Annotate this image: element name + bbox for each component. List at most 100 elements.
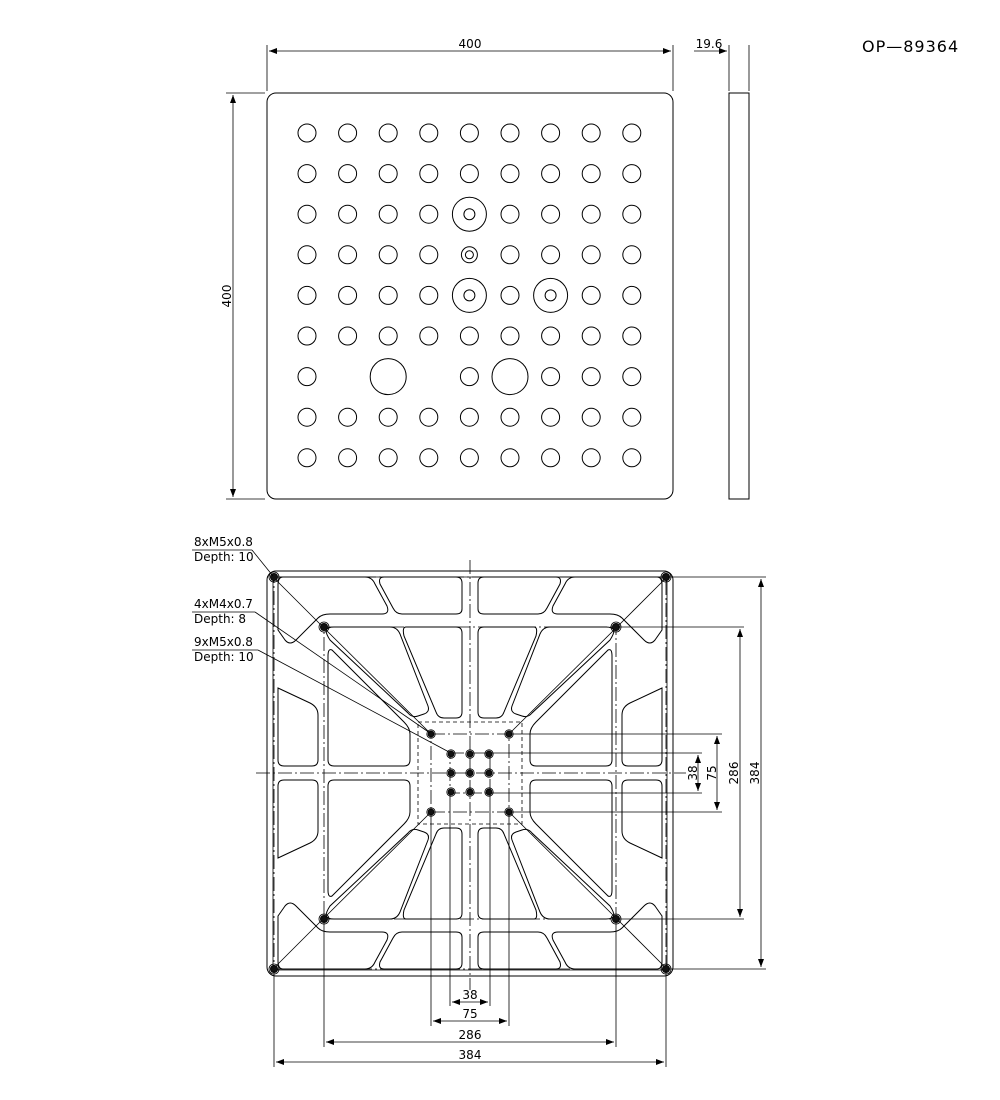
rib-pocket bbox=[621, 779, 663, 859]
rib-line bbox=[321, 625, 431, 734]
grid-hole bbox=[297, 448, 317, 468]
grid-hole bbox=[581, 164, 601, 184]
grid-hole bbox=[459, 326, 479, 346]
grid-hole bbox=[622, 285, 642, 305]
grid-hole bbox=[338, 326, 358, 346]
grid-hole bbox=[622, 204, 642, 224]
small-counterbore-inner bbox=[464, 250, 474, 260]
small-counterbore-hole bbox=[460, 246, 478, 264]
grid-hole bbox=[378, 123, 398, 143]
dim-h-75: 75 bbox=[462, 1007, 477, 1021]
grid-hole bbox=[541, 448, 561, 468]
rib-quadrant bbox=[277, 576, 463, 767]
grid-hole bbox=[581, 123, 601, 143]
grid-hole bbox=[581, 245, 601, 265]
tapped-hole bbox=[466, 788, 474, 796]
grid-hole bbox=[419, 448, 439, 468]
tapped-hole-thread bbox=[446, 787, 456, 797]
grid-hole bbox=[459, 123, 479, 143]
callout-2: 4xM4x0.7 Depth: 8 bbox=[192, 597, 431, 734]
grid-hole bbox=[459, 407, 479, 427]
dim-h-38: 38 bbox=[462, 988, 477, 1002]
tapped-hole-thread bbox=[465, 749, 475, 759]
grid-hole bbox=[622, 164, 642, 184]
tapped-hole bbox=[447, 769, 455, 777]
grid-hole bbox=[622, 123, 642, 143]
grid-hole bbox=[378, 326, 398, 346]
grid-hole bbox=[338, 204, 358, 224]
grid-hole bbox=[622, 448, 642, 468]
grid-hole bbox=[378, 245, 398, 265]
top-height-dimension: 400 bbox=[220, 92, 265, 500]
rib-pocket bbox=[277, 779, 319, 859]
rib-pocket bbox=[327, 779, 411, 897]
rib-pocket bbox=[529, 779, 613, 897]
rib-line bbox=[321, 812, 431, 921]
counterbore-inner bbox=[463, 208, 476, 221]
grid-hole bbox=[338, 448, 358, 468]
grid-hole bbox=[541, 245, 561, 265]
tapped-holes bbox=[268, 571, 672, 975]
rib-pocket bbox=[277, 576, 389, 644]
rib-line bbox=[509, 812, 619, 921]
rib-pocket bbox=[325, 828, 429, 920]
grid-hole bbox=[297, 407, 317, 427]
grid-hole bbox=[622, 245, 642, 265]
tapped-hole bbox=[466, 750, 474, 758]
counterbore-inner bbox=[463, 289, 476, 302]
grid-hole bbox=[581, 367, 601, 387]
grid-hole bbox=[338, 285, 358, 305]
grid-hole bbox=[459, 367, 479, 387]
rib-pocket bbox=[402, 827, 463, 920]
tapped-hole-thread bbox=[318, 621, 330, 633]
tapped-hole bbox=[485, 750, 493, 758]
rib-pocket bbox=[621, 687, 663, 767]
rib-line bbox=[617, 919, 666, 968]
rib-pocket bbox=[477, 827, 538, 920]
hole-grid bbox=[297, 123, 642, 468]
grid-hole bbox=[338, 407, 358, 427]
side-thickness-label: 19.6 bbox=[696, 37, 723, 51]
grid-hole bbox=[459, 448, 479, 468]
grid-hole bbox=[297, 245, 317, 265]
tapped-hole-thread bbox=[268, 571, 280, 583]
tapped-hole bbox=[466, 769, 474, 777]
grid-hole bbox=[500, 123, 520, 143]
rib-pocket bbox=[277, 902, 389, 970]
callout-1-depth: Depth: 10 bbox=[194, 550, 254, 564]
rib-pocket bbox=[477, 626, 538, 719]
dim-v-286: 286 bbox=[727, 762, 741, 785]
grid-hole bbox=[419, 123, 439, 143]
grid-hole bbox=[541, 123, 561, 143]
grid-hole bbox=[419, 407, 439, 427]
side-view-outline bbox=[728, 92, 750, 500]
counterbore-hole bbox=[451, 196, 487, 232]
bottom-horizontal-dimensions: 38 75 286 384 bbox=[273, 795, 667, 1067]
callout-3: 9xM5x0.8 Depth: 10 bbox=[192, 635, 450, 753]
bottom-vertical-dimensions: 38 75 286 384 bbox=[492, 576, 766, 970]
rib-pocket bbox=[477, 931, 561, 970]
rib-structure bbox=[274, 576, 666, 970]
rib-pocket bbox=[529, 649, 613, 767]
rib-pocket bbox=[511, 626, 615, 718]
grid-hole bbox=[297, 367, 317, 387]
callout-1-spec: 8xM5x0.8 bbox=[194, 535, 253, 549]
grid-hole bbox=[419, 164, 439, 184]
dim-v-75: 75 bbox=[705, 765, 719, 780]
large-hole bbox=[369, 358, 407, 396]
rib-quadrant bbox=[277, 779, 463, 970]
callout-3-spec: 9xM5x0.8 bbox=[194, 635, 253, 649]
rib-pocket bbox=[277, 687, 319, 767]
tapped-hole-thread bbox=[446, 768, 456, 778]
tapped-hole bbox=[319, 623, 328, 632]
grid-hole bbox=[500, 448, 520, 468]
top-height-label: 400 bbox=[220, 285, 234, 308]
rib-quadrant bbox=[477, 576, 663, 767]
tapped-hole bbox=[485, 769, 493, 777]
grid-hole bbox=[297, 285, 317, 305]
top-view: 400 400 bbox=[220, 37, 674, 500]
top-view-outline bbox=[266, 92, 674, 500]
rib-pocket bbox=[551, 902, 663, 970]
dim-h-286: 286 bbox=[459, 1028, 482, 1042]
